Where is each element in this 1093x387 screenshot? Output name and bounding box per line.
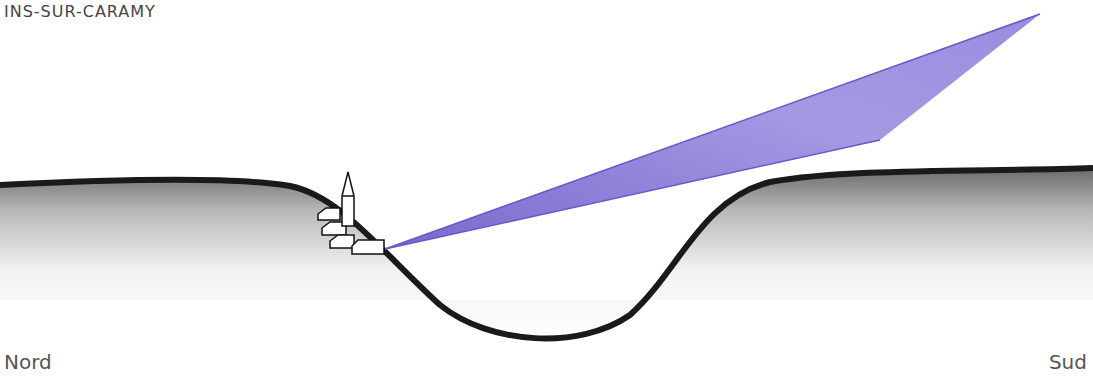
view-cone-edge (385, 14, 1040, 249)
direction-label: Sud (1049, 350, 1087, 374)
view-cone (385, 14, 1040, 249)
direction-label: Nord (4, 350, 52, 374)
place-title: INS-SUR-CARAMY (4, 2, 156, 21)
view-cone-edge (385, 140, 880, 249)
village (318, 172, 384, 254)
